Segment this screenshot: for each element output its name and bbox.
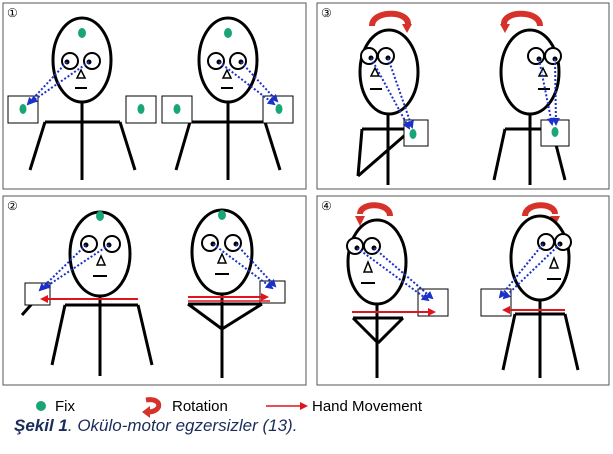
gaze-arrow (26, 61, 68, 106)
fix-dot (409, 129, 417, 139)
fix-dot (96, 211, 104, 221)
panel-2: ② (2, 195, 307, 386)
gaze-arrow (387, 57, 414, 129)
caption-bold: Şekil 1 (14, 416, 68, 435)
hand-movement-legend-label: Hand Movement (312, 398, 423, 415)
fix-dot (173, 104, 181, 114)
gaze-arrow (356, 247, 430, 302)
fix-dot (78, 28, 86, 38)
gaze-arrow (551, 58, 560, 126)
gaze-arrow (502, 243, 561, 300)
panel-number: ② (7, 199, 18, 213)
caption-text: . Okülo-motor egzersizler (13). (67, 416, 298, 435)
rotation-arrow (369, 10, 411, 27)
gaze-arrow (240, 61, 279, 103)
panel-1: ① (2, 2, 307, 190)
fix-dot (19, 104, 27, 114)
figure-right (492, 10, 570, 185)
panel-number: ③ (321, 6, 332, 20)
figure-left (346, 202, 449, 378)
rotation-legend-icon (142, 397, 162, 418)
rotation-arrow (501, 10, 543, 27)
figure-left (7, 16, 157, 180)
figure-left (356, 10, 429, 185)
panel-3: ③ (316, 2, 610, 190)
fix-dot (275, 104, 283, 114)
figure-caption: Şekil 1. Okülo-motor egzersizler (13). (14, 416, 297, 436)
fix-legend-icon (36, 401, 46, 411)
fix-legend-label: Fix (55, 398, 75, 415)
gaze-arrow (235, 243, 277, 288)
figure-right (187, 208, 286, 378)
figure-right (161, 16, 294, 180)
gaze-arrow (218, 61, 276, 106)
fix-dot (218, 210, 226, 220)
legend: Fix Rotation Hand Movement (36, 397, 423, 418)
rotation-legend-label: Rotation (172, 398, 228, 415)
panel-number: ④ (321, 199, 332, 213)
figure-left (20, 210, 154, 376)
panel-number: ① (7, 6, 18, 20)
panel-4: ④ (316, 195, 610, 386)
fix-dot (224, 28, 232, 38)
gaze-arrow (42, 244, 110, 290)
gaze-arrow (373, 247, 434, 300)
rotation-arrow (357, 202, 393, 217)
fix-dot (551, 127, 559, 137)
gaze-arrow (498, 243, 544, 299)
rotation-arrow (522, 202, 558, 217)
gaze-arrow (370, 57, 410, 130)
gaze-arrow (538, 58, 555, 126)
figure-right (480, 202, 580, 378)
fix-dot (137, 104, 145, 114)
gaze-arrow (212, 243, 274, 290)
